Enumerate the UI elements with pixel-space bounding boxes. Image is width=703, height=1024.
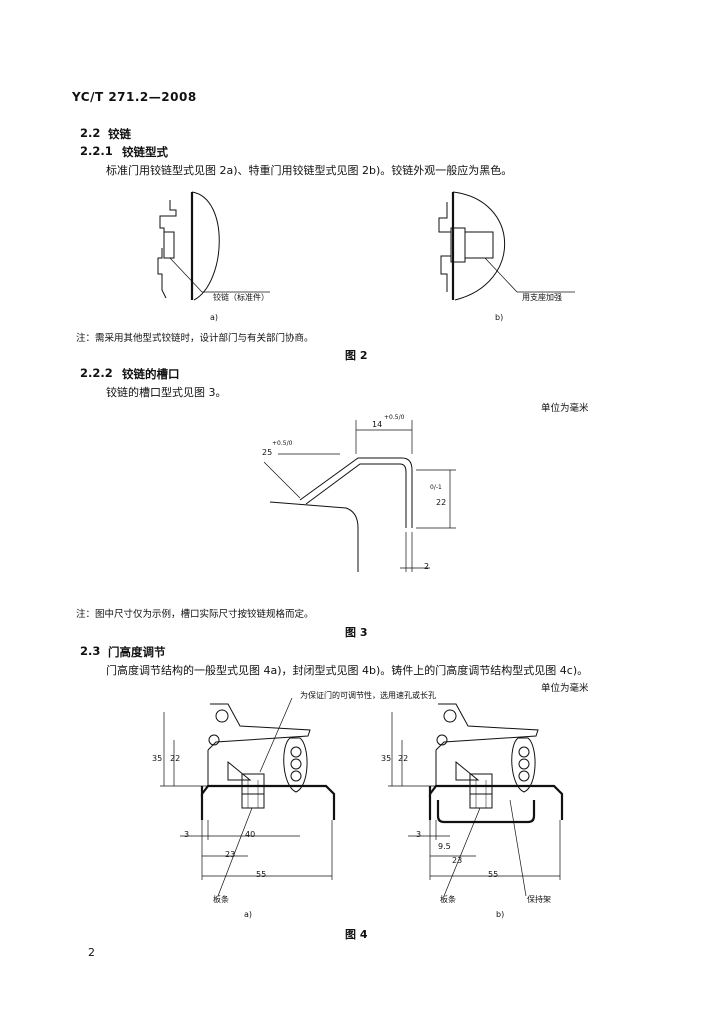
fig2b-part-label: 用支座加强 [522,293,562,302]
fig3-dim-14: 14 [372,420,383,429]
fig3-dim-25: 25 [262,448,273,457]
fig4a-strip-label: 板条 [213,895,229,904]
fig4a-dim-35: 35 [152,754,163,763]
figure-2a-drawing [157,191,270,301]
fig4b-dim-23: 23 [452,856,463,865]
figure-2b-drawing [438,191,575,301]
page-number: 2 [88,946,95,959]
fig4b-strip-label: 板条 [440,895,456,904]
figure-3-drawing [263,420,456,572]
fig2a-part-label: 铰链（标准件） [213,293,269,302]
standard-number: YC/T 271.2—2008 [72,90,197,104]
fig4a-dim-23: 23 [225,850,236,859]
fig4b-dim-22: 22 [398,754,409,763]
fig4-caption: 图 4 [345,928,368,941]
fig4a-sublabel: a) [244,910,253,919]
section-2-2-1-number: 2.2.1 [80,144,113,158]
fig4a-dim-3: 3 [184,830,190,839]
fig4b-dim-55: 55 [488,870,499,879]
fig4b-dim-3: 3 [416,830,422,839]
fig4b-dim-35: 35 [381,754,392,763]
figure-4a-drawing [160,697,336,897]
fig4b-sublabel: b) [496,910,505,919]
fig3-dim-2: 2 [424,562,430,571]
fig3-note: 注：图中尺寸仅为示例，槽口实际尺寸按铰链规格而定。 [76,609,314,620]
fig4b-dim-9-5: 9.5 [438,842,451,851]
section-2-2-1-title: 铰链型式 [122,145,168,159]
fig3-dim-22: 22 [436,498,447,507]
fig2b-sublabel: b) [495,313,504,322]
fig4-callout-line1: 为保证门的可调节性，选用速孔或长孔 [300,691,436,700]
fig4a-dim-22: 22 [170,754,181,763]
fig2-note: 注：需采用其他型式铰链时，设计部门与有关部门协商。 [76,333,314,344]
fig3-caption: 图 3 [345,626,368,639]
fig4b-frame-label: 保持架 [527,895,551,904]
fig3-dim-25-tol: +0.5/0 [272,440,293,447]
fig4a-dim-40: 40 [245,830,256,839]
section-2-2-title: 铰链 [108,127,131,141]
figure-4b-drawing [388,703,564,897]
section-2-2-1-text: 标准门用铰链型式见图 2a)、特重门用铰链型式见图 2b)。铰链外观一般应为黑色… [106,164,513,177]
section-2-2-2-text: 铰链的槽口型式见图 3。 [106,386,227,399]
fig4a-dim-55: 55 [256,870,267,879]
section-2-2-2-title: 铰链的槽口 [122,367,180,381]
fig2-caption: 图 2 [345,349,368,362]
fig4-unit: 单位为毫米 [541,683,589,694]
section-2-3-number: 2.3 [80,644,101,658]
fig3-dim-14-tol: +0.5/0 [384,414,405,421]
fig2a-sublabel: a) [210,313,219,322]
fig3-unit: 单位为毫米 [541,403,589,414]
section-2-2-2-number: 2.2.2 [80,366,113,380]
section-2-2-number: 2.2 [80,126,101,140]
section-2-3-text: 门高度调节结构的一般型式见图 4a)，封闭型式见图 4b)。铸件上的门高度调节结… [106,664,589,677]
fig3-dim-22-tol: 0/-1 [430,484,442,491]
section-2-3-title: 门高度调节 [108,645,166,659]
